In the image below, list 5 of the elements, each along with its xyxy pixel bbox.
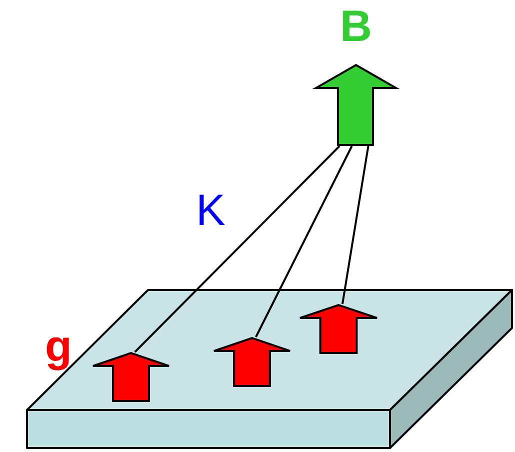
connector-line: [255, 146, 353, 338]
field-label: B: [339, 2, 373, 52]
symbol-label: K: [196, 186, 226, 236]
connector-line: [134, 145, 340, 353]
symbol-label: g: [45, 322, 72, 372]
